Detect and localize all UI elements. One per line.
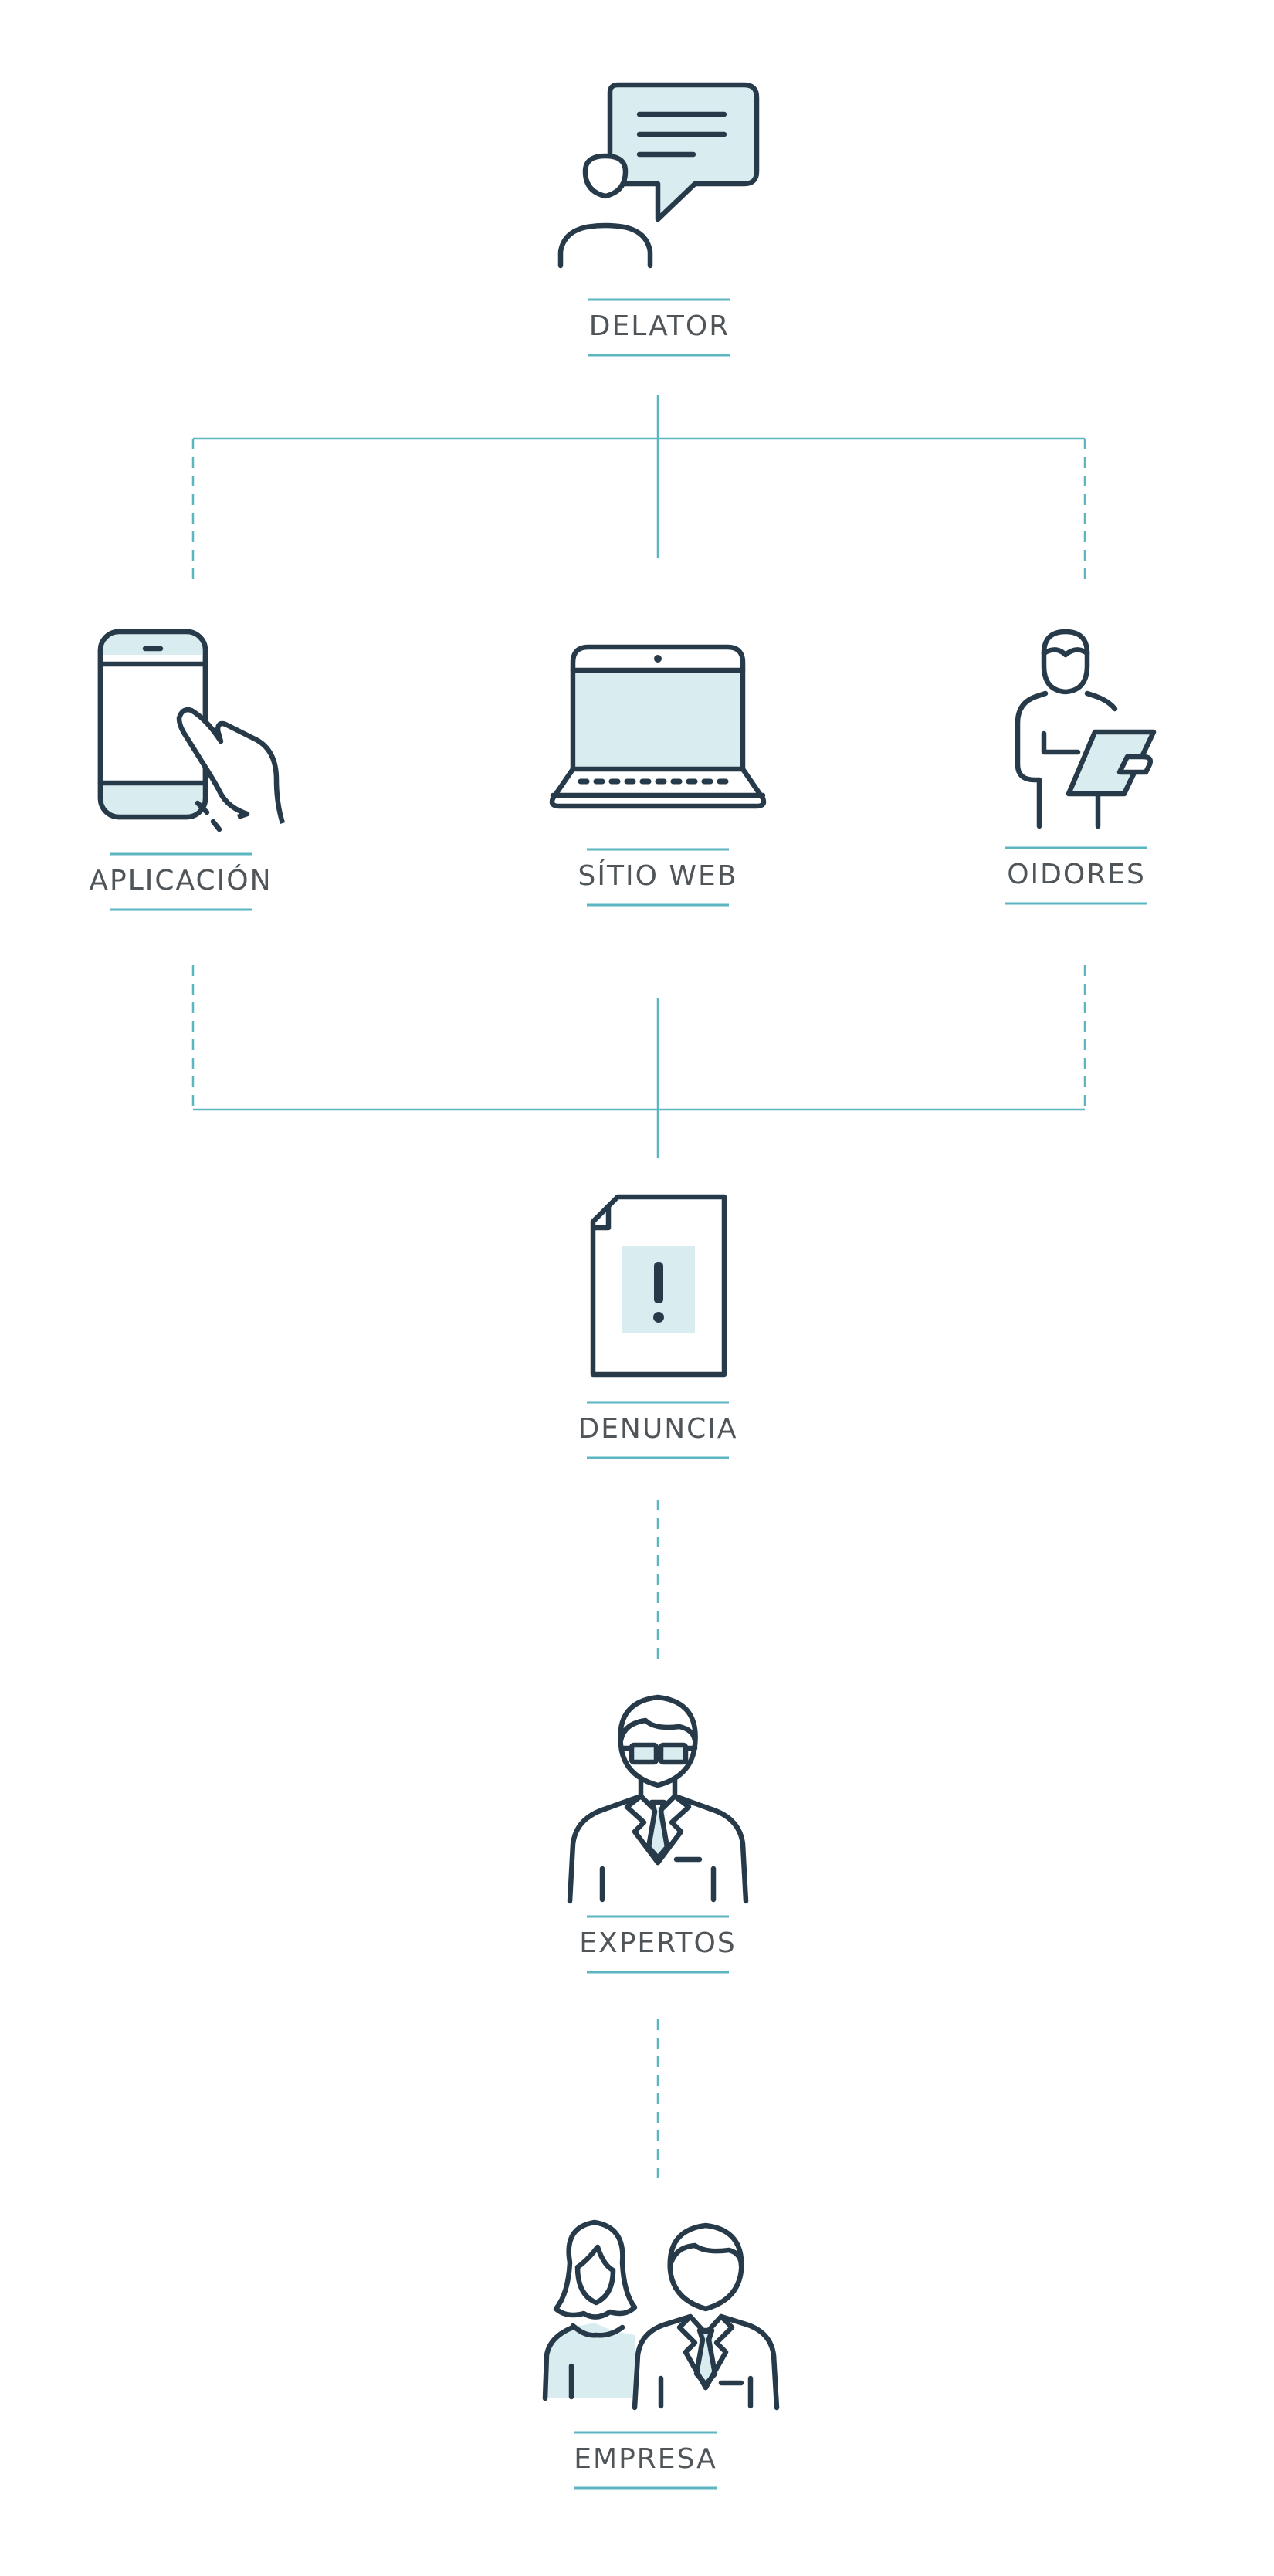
node-expertos: EXPERTOS — [567, 1694, 749, 1974]
speech-bubble-person-icon — [557, 82, 760, 269]
expert-businessman-icon — [567, 1694, 749, 1904]
connectors — [191, 395, 1086, 2181]
node-label: DENUNCIA — [578, 1413, 737, 1445]
node-label: SÍTIO WEB — [578, 859, 738, 892]
document-alert-icon — [590, 1194, 727, 1378]
node-empresa: EMPRESA — [542, 2219, 780, 2490]
node-delator: DELATOR — [557, 82, 760, 357]
smartphone-hand-icon — [97, 629, 286, 832]
node-label: EXPERTOS — [579, 1927, 736, 1959]
node-label: APLICACIÓN — [89, 864, 272, 897]
node-sitio-web: SÍTIO WEB — [549, 644, 767, 907]
node-label: OIDORES — [1007, 859, 1146, 890]
business-people-icon — [542, 2219, 780, 2411]
node-aplicacion: APLICACIÓN — [89, 629, 286, 911]
laptop-icon — [549, 644, 767, 809]
node-denuncia: DENUNCIA — [578, 1194, 737, 1459]
node-oidores: OIDORES — [1005, 629, 1157, 905]
node-label: EMPRESA — [574, 2443, 717, 2475]
person-clipboard-icon — [1015, 629, 1157, 829]
node-label: DELATOR — [589, 310, 730, 342]
